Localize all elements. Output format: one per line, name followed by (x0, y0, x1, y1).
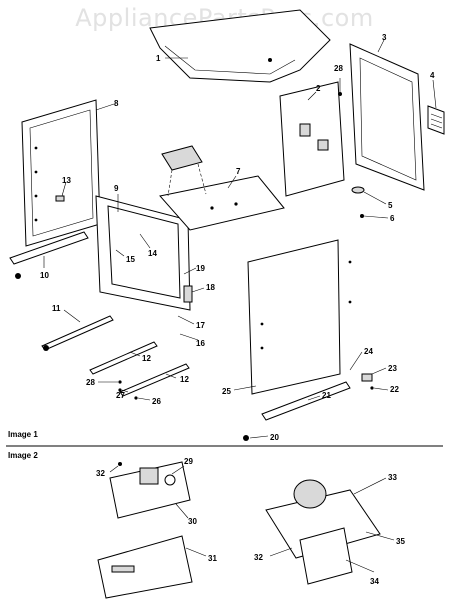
section-title-image-1: Image 1 (8, 430, 38, 439)
part-19[interactable] (183, 267, 197, 275)
part-fitting-5[interactable] (351, 186, 387, 205)
callout-6: 6 (390, 214, 395, 223)
part-17[interactable] (177, 315, 195, 325)
callout-7: 7 (236, 167, 241, 176)
callout-5: 5 (388, 201, 393, 210)
part-30[interactable] (171, 465, 185, 475)
part-34[interactable] (353, 477, 387, 495)
callout-19: 19 (196, 264, 205, 273)
callout-20: 20 (270, 433, 279, 442)
callout-27: 27 (116, 391, 125, 400)
callout-4: 4 (430, 71, 435, 80)
part-screw-26[interactable] (134, 396, 151, 401)
part-rail-12a[interactable] (89, 341, 158, 375)
callout-15: 15 (126, 255, 135, 264)
part-screw-29[interactable] (338, 78, 342, 96)
callout-36: 35 (396, 537, 405, 546)
part-valve-assembly-right[interactable] (265, 479, 381, 585)
part-28[interactable] (98, 380, 122, 384)
part-foot-20[interactable] (243, 435, 269, 441)
part-right-rail[interactable] (261, 381, 351, 421)
part-16[interactable] (179, 333, 199, 341)
callout-35: 34 (370, 577, 379, 586)
part-valve-assembly-left[interactable] (109, 461, 191, 519)
callout-34: 33 (388, 473, 397, 482)
part-rear-inner-panel[interactable] (279, 81, 345, 197)
part-14[interactable] (139, 233, 151, 249)
callout-25: 25 (222, 387, 231, 396)
callout-3: 3 (382, 33, 387, 42)
callout-12a: 12 (142, 354, 151, 363)
callout-12b: 12 (180, 375, 189, 384)
part-32-left-leader[interactable] (185, 547, 207, 557)
callout-32-left: 31 (208, 554, 217, 563)
part-24[interactable] (349, 351, 363, 371)
part-32-right-leader[interactable] (269, 547, 293, 557)
part-vent-grille[interactable] (427, 79, 445, 135)
part-screw-6[interactable] (360, 214, 389, 219)
part-22[interactable] (370, 386, 389, 391)
callout-10: 10 (40, 271, 49, 280)
part-bracket-left-32[interactable] (97, 535, 193, 599)
part-control-assembly[interactable] (161, 145, 207, 197)
callout-14: 14 (148, 249, 157, 258)
part-15[interactable] (115, 249, 125, 257)
part-right-side-panel[interactable] (233, 239, 352, 395)
callout-23: 23 (388, 364, 397, 373)
part-bracket-13[interactable] (55, 181, 67, 202)
part-31[interactable] (175, 503, 189, 519)
callout-31: 30 (188, 517, 197, 526)
part-top-cover[interactable] (149, 9, 331, 83)
part-bracket-23[interactable] (361, 367, 387, 382)
part-rod-11[interactable] (41, 309, 114, 351)
callout-11: 11 (52, 304, 61, 313)
callout-26: 26 (152, 397, 161, 406)
callout-18: 18 (206, 283, 215, 292)
part-back-panel[interactable] (349, 39, 425, 191)
callout-9: 9 (114, 184, 119, 193)
part-rail-12b[interactable] (119, 363, 190, 397)
part-bracket-18[interactable] (183, 285, 205, 303)
callout-32-right: 32 (254, 553, 263, 562)
callout-8: 8 (114, 99, 119, 108)
callout-29: 28 (334, 64, 343, 73)
part-screw-33[interactable] (109, 462, 122, 473)
callout-33: 32 (96, 469, 105, 478)
callout-17: 17 (196, 321, 205, 330)
part-27[interactable] (118, 388, 129, 393)
callout-2: 2 (316, 84, 321, 93)
callout-1: 1 (156, 54, 161, 63)
callout-21: 21 (322, 391, 331, 400)
part-left-rail[interactable] (9, 231, 89, 279)
callout-22: 22 (390, 385, 399, 394)
part-35[interactable] (345, 559, 375, 573)
section-title-image-2: Image 2 (8, 451, 38, 460)
part-front-frame[interactable] (95, 194, 191, 311)
callout-24: 24 (364, 347, 373, 356)
callout-16: 16 (196, 339, 205, 348)
callout-30: 29 (184, 457, 193, 466)
part-floor-panel[interactable] (159, 175, 285, 231)
callout-13: 13 (62, 176, 71, 185)
part-36[interactable] (365, 531, 395, 541)
callout-28: 28 (86, 378, 95, 387)
